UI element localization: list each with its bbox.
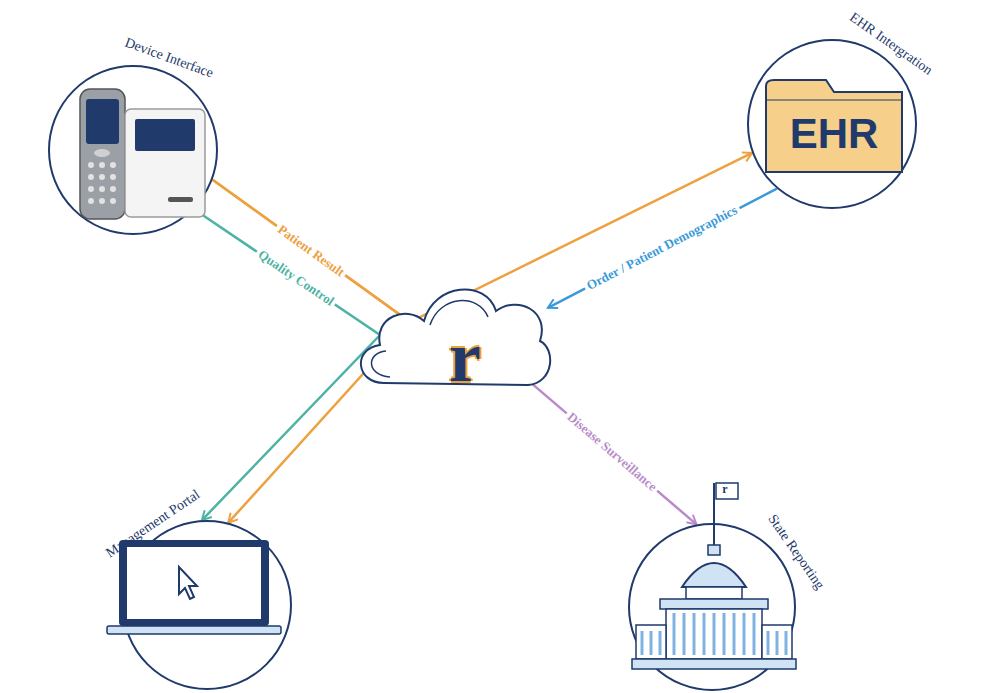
- ehr-text: EHR: [790, 113, 879, 155]
- ehr-folder: EHR: [764, 74, 904, 174]
- cloud-hub: r: [350, 265, 555, 400]
- node-heading: State Reporting: [764, 511, 827, 592]
- flow-arrow: [527, 379, 697, 524]
- device-circle: Device Interface: [48, 65, 218, 235]
- node-heading: Device Interface: [123, 35, 216, 82]
- laptop-illustration: [124, 522, 294, 692]
- flow-arrow: [194, 209, 380, 520]
- state-circle: State Reporting: [628, 523, 796, 691]
- edge-label: Order / Patient Demographics: [582, 201, 743, 295]
- flag-letter: r: [722, 483, 727, 495]
- edge-label: Disease Surveillance: [561, 407, 662, 496]
- capitol-illustration: [630, 525, 798, 693]
- ehr-circle: EHR IntergrationEHR: [747, 39, 917, 209]
- hub-logo: r: [449, 321, 481, 393]
- portal-circle: Management Portal: [122, 520, 292, 690]
- flow-arrow: [548, 189, 777, 308]
- device-illustration: [50, 67, 220, 237]
- node-heading: EHR Intergration: [847, 10, 936, 79]
